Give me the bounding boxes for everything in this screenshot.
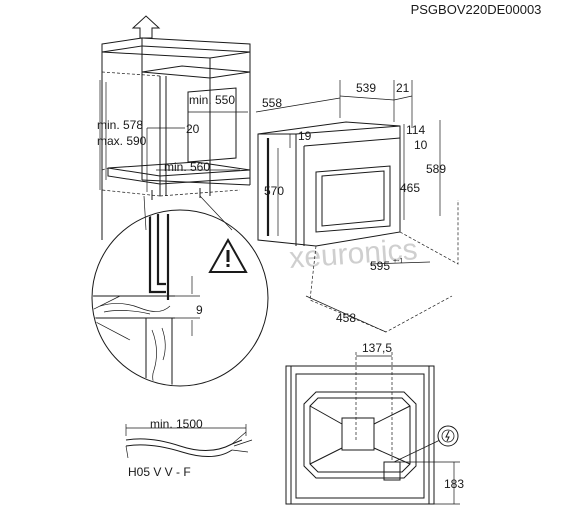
back-offset-x: 137,5	[362, 341, 392, 355]
cable-drawing	[125, 424, 253, 459]
oven-depth-door-open: 458	[336, 311, 356, 325]
up-arrow-icon	[131, 15, 161, 39]
oven-width-tolerance: +-1	[393, 258, 403, 265]
oven-depth-total: 558	[262, 96, 282, 110]
warning-icon	[208, 237, 248, 273]
niche-drawing	[99, 15, 251, 240]
oven-front: 21	[396, 81, 410, 95]
oven-height-door: 465	[400, 181, 420, 195]
oven-panel-top: 114	[406, 123, 425, 137]
niche-min-depth: min. 550	[189, 93, 235, 107]
drawing-code: PSGBOV220DE00003	[411, 2, 542, 17]
niche-height-min: min. 578	[97, 118, 143, 132]
oven-height-body: 570	[264, 184, 284, 198]
oven-width: 595	[370, 259, 390, 273]
back-offset-y: 183	[444, 477, 464, 491]
niche-gap: 20	[186, 122, 200, 136]
oven-top-gap: 19	[298, 129, 312, 143]
oven-drawing	[255, 80, 459, 333]
detail-circle	[91, 209, 269, 387]
cable-type: H05 V V - F	[128, 465, 191, 479]
niche-min-width: min. 560	[164, 160, 210, 174]
oven-depth-body: 539	[356, 81, 376, 95]
oven-back-view	[285, 352, 460, 505]
niche-height-max: max. 590	[97, 134, 147, 148]
cable-length: min. 1500	[150, 417, 203, 431]
oven-height-total: 589	[426, 162, 446, 176]
power-connection-icon	[437, 425, 459, 447]
detail-gap: 9	[196, 303, 203, 317]
oven-panel-10: 10	[414, 138, 428, 152]
